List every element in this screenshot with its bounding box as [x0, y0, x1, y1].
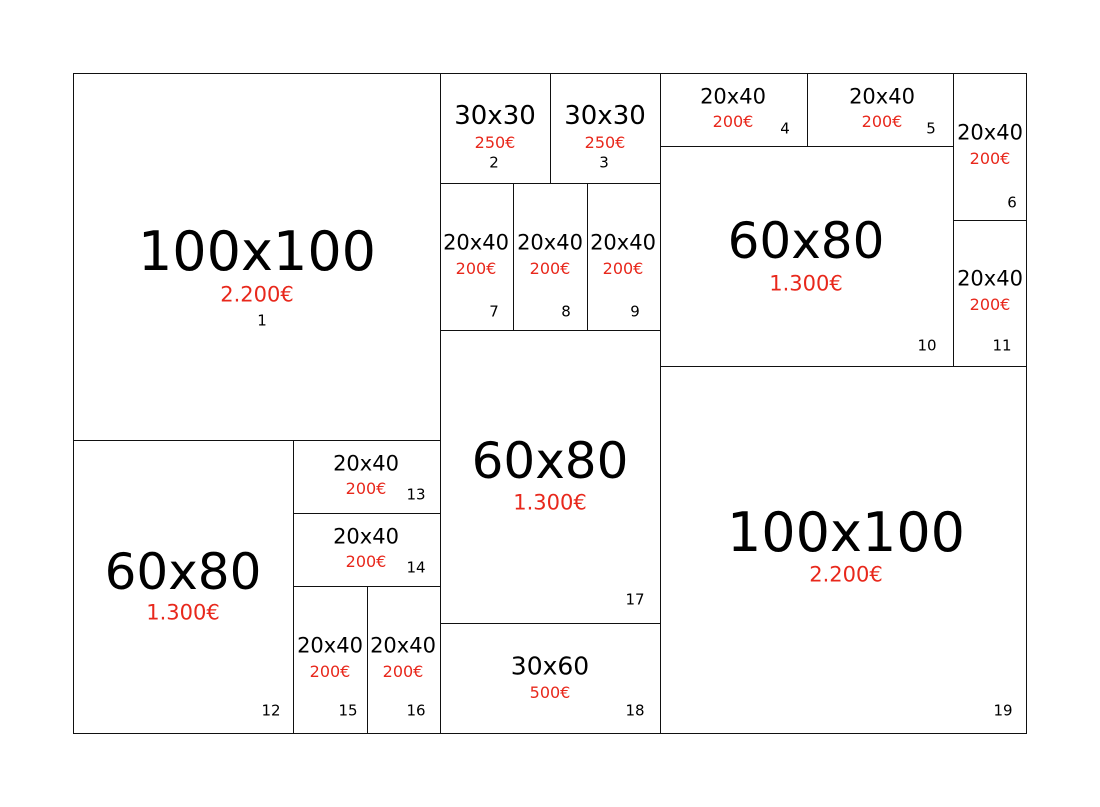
frame-number: 9 — [630, 302, 640, 321]
frame-number: 15 — [338, 701, 358, 720]
frame-price: 2.200€ — [220, 282, 294, 307]
frame-price: 200€ — [602, 259, 644, 278]
frame-price: 1.300€ — [769, 271, 843, 296]
frame-number: 18 — [625, 701, 645, 720]
frame-price: 200€ — [309, 662, 351, 681]
frame-11 — [953, 220, 1027, 367]
frame-price: 250€ — [474, 133, 516, 152]
frame-price: 200€ — [382, 662, 424, 681]
frame-7 — [440, 183, 514, 331]
frame-number: 4 — [780, 119, 790, 138]
frame-number: 6 — [1007, 193, 1017, 212]
frame-size-label: 20x40 — [590, 230, 656, 255]
frame-number: 16 — [406, 701, 426, 720]
frame-1 — [73, 73, 441, 441]
frame-2 — [440, 73, 551, 184]
frame-price: 1.300€ — [146, 600, 220, 625]
frame-price: 500€ — [529, 683, 571, 702]
frame-number: 12 — [261, 701, 281, 720]
frame-size-label: 20x40 — [957, 120, 1023, 145]
frame-size-label: 20x40 — [957, 266, 1023, 291]
frame-4 — [660, 73, 808, 147]
frame-18 — [440, 623, 661, 734]
frame-price: 200€ — [861, 112, 903, 131]
frame-6 — [953, 73, 1027, 221]
frame-price: 200€ — [529, 259, 571, 278]
frame-price: 250€ — [584, 133, 626, 152]
frame-price: 200€ — [969, 149, 1011, 168]
frame-8 — [513, 183, 588, 331]
frame-number: 17 — [625, 590, 645, 609]
frame-size-label: 20x40 — [849, 84, 915, 109]
frame-size-label: 30x30 — [564, 101, 646, 131]
frame-12 — [73, 440, 294, 734]
frame-number: 5 — [926, 119, 936, 138]
frame-size-label: 60x80 — [471, 432, 629, 490]
frame-size-label: 100x100 — [726, 501, 966, 564]
frame-price: 2.200€ — [809, 562, 883, 587]
frame-size-label: 20x40 — [297, 633, 363, 658]
frame-size-label: 60x80 — [727, 212, 885, 270]
frame-19 — [660, 366, 1027, 734]
frame-size-label: 20x40 — [333, 451, 399, 476]
frame-size-label: 30x30 — [454, 101, 536, 131]
frame-number: 3 — [599, 153, 609, 172]
frame-size-label: 100x100 — [137, 220, 377, 283]
frame-price: 200€ — [969, 295, 1011, 314]
frame-size-label: 20x40 — [333, 524, 399, 549]
frame-size-label: 30x60 — [510, 651, 590, 681]
frame-5 — [807, 73, 954, 147]
frame-10 — [660, 146, 954, 367]
frame-3 — [550, 73, 661, 184]
frame-number: 7 — [489, 302, 499, 321]
frame-size-label: 20x40 — [700, 84, 766, 109]
frame-price: 200€ — [455, 259, 497, 278]
frame-price: 1.300€ — [513, 490, 587, 515]
frame-number: 11 — [992, 336, 1012, 355]
frame-number: 1 — [257, 311, 267, 330]
frame-number: 8 — [561, 302, 571, 321]
frame-size-label: 20x40 — [370, 633, 436, 658]
frame-size-label: 60x80 — [104, 543, 262, 601]
frame-16 — [367, 586, 441, 734]
frame-15 — [293, 586, 368, 734]
frame-number: 14 — [406, 558, 426, 577]
frame-price: 200€ — [345, 479, 387, 498]
frame-number: 10 — [917, 336, 937, 355]
frame-number: 2 — [489, 153, 499, 172]
frame-price: 200€ — [712, 112, 754, 131]
frame-number: 13 — [406, 485, 426, 504]
frame-13 — [293, 440, 441, 514]
frame-price: 200€ — [345, 552, 387, 571]
frame-number: 19 — [993, 701, 1013, 720]
frame-size-label: 20x40 — [517, 230, 583, 255]
frame-9 — [587, 183, 661, 331]
frame-size-label: 20x40 — [443, 230, 509, 255]
